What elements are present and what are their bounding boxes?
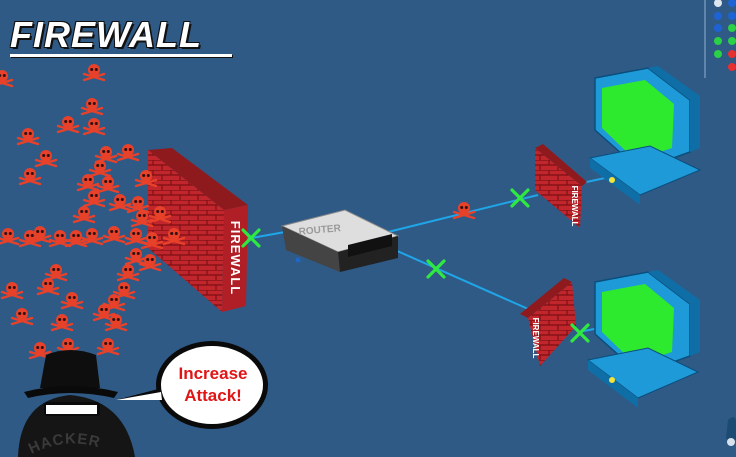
skull-icon <box>48 228 72 248</box>
skull-icon <box>102 224 126 244</box>
pc-firewall-bottom-label: FIREWALL <box>531 318 540 359</box>
status-dots <box>704 0 736 78</box>
skull-icon <box>50 312 74 332</box>
skull-icon <box>82 188 106 208</box>
router-label: ROUTER <box>298 223 342 238</box>
skull-icon <box>34 148 58 168</box>
skull-icon <box>18 166 42 186</box>
status-dot-icon <box>714 50 722 58</box>
speech-bubble: Increase Attack! <box>116 341 268 429</box>
skull-icon <box>76 172 100 192</box>
skull-icon <box>60 290 84 310</box>
skull-icon <box>80 96 104 116</box>
skull-icon <box>82 62 106 82</box>
skull-icon <box>82 116 106 136</box>
status-dot-icon <box>714 0 722 7</box>
corner-figure-icon <box>726 417 736 446</box>
speech-line-1: Increase <box>179 364 248 383</box>
router: ROUTER <box>280 209 400 272</box>
blocked-x-icon <box>570 323 590 343</box>
speech-line-2: Attack! <box>184 386 242 405</box>
status-dot-icon <box>728 12 736 20</box>
skull-icon <box>44 262 68 282</box>
skull-icon <box>108 192 132 212</box>
computer-bottom <box>586 270 700 408</box>
status-dot-icon <box>714 12 722 20</box>
hacker: HACKER <box>18 350 135 457</box>
status-dot-icon <box>728 63 736 71</box>
skull-icon <box>124 246 148 266</box>
skull-icon <box>96 174 120 194</box>
title-underline <box>10 54 232 57</box>
pc-firewall-top-label: FIREWALL <box>570 186 579 227</box>
skull-icon <box>94 144 118 164</box>
skull-icon <box>16 126 40 146</box>
status-dot-icon <box>728 37 736 45</box>
computer-top <box>588 66 702 205</box>
skull-icon <box>10 306 34 326</box>
link-router-pc-bottom <box>394 249 536 313</box>
skull-icon <box>0 68 14 88</box>
status-dot-icon <box>728 24 736 32</box>
status-dot-icon <box>714 37 722 45</box>
blocked-x-icon <box>426 259 446 279</box>
skull-icon <box>36 276 60 296</box>
skull-icon <box>88 158 112 178</box>
pc-firewall-bottom: FIREWALL <box>520 278 576 366</box>
skull-icon <box>72 204 96 224</box>
skull-icon <box>0 226 20 246</box>
status-dot-icon <box>728 50 736 58</box>
pc-firewall-top: FIREWALL <box>535 144 587 228</box>
skull-icon <box>116 142 140 162</box>
skull-icon <box>56 114 80 134</box>
main-firewall-wall: FIREWALL <box>148 148 248 312</box>
skull-swarm <box>0 62 186 360</box>
skull-icon <box>116 262 140 282</box>
skull-icon <box>96 336 120 356</box>
status-dot-icon <box>714 24 722 32</box>
status-dot-icon <box>728 0 736 7</box>
main-firewall-label: FIREWALL <box>228 221 243 295</box>
page-title: FIREWALL <box>10 14 202 55</box>
skull-icon <box>0 280 24 300</box>
skull-icon <box>80 226 104 246</box>
